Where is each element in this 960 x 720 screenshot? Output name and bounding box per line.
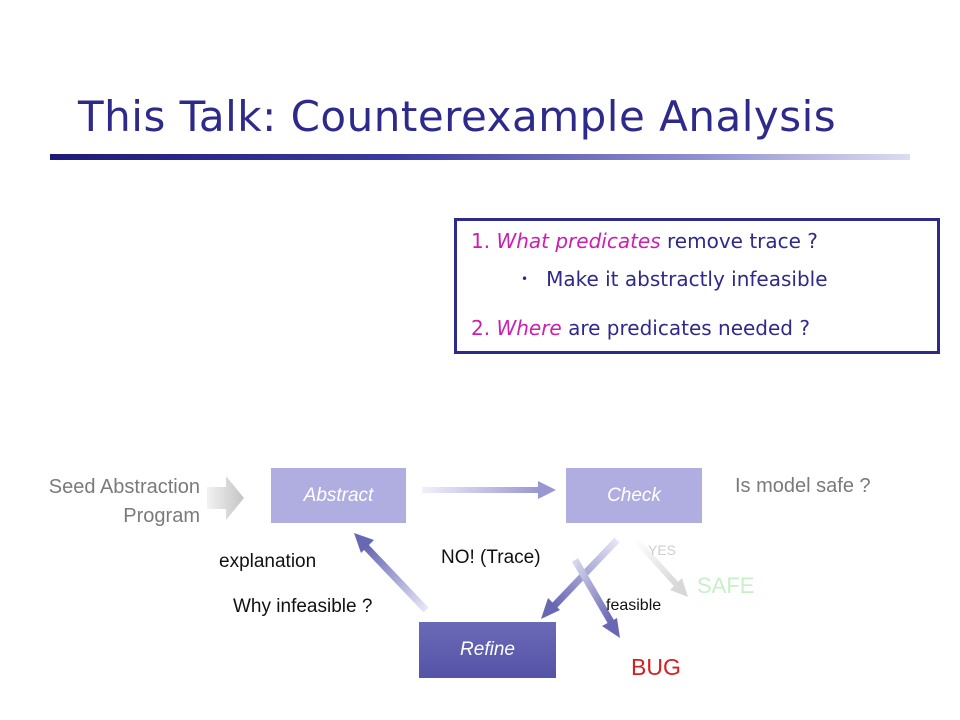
question-2-number: 2. — [471, 316, 491, 340]
question-1-subpoint: • Make it abstractly infeasible — [521, 267, 828, 291]
subpoint-text: Make it abstractly infeasible — [546, 267, 828, 291]
question-2-rest: are predicates needed ? — [568, 316, 810, 340]
abstract-to-check-arrow — [422, 481, 556, 499]
yes-label: YES — [648, 542, 677, 558]
safe-label: SAFE — [697, 573, 755, 598]
explanation-label: explanation — [219, 551, 317, 572]
seed-abstraction-label: Seed Abstraction Program — [18, 473, 200, 531]
seed-label-line-1: Seed Abstraction — [48, 476, 200, 498]
seed-arrow — [207, 476, 244, 520]
bug-label: BUG — [631, 654, 681, 680]
bullet-icon: • — [521, 272, 529, 286]
question-1: 1. What predicates remove trace ? — [471, 229, 818, 253]
question-1-emphasis: What predicates — [496, 229, 661, 253]
check-node: Check — [566, 468, 702, 523]
question-2: 2. Where are predicates needed ? — [471, 316, 810, 340]
question-1-number: 1. — [471, 229, 491, 253]
refine-node: Refine — [419, 622, 556, 678]
is-model-safe-label: Is model safe ? — [735, 475, 871, 497]
check-to-safe-arrow — [633, 537, 688, 597]
question-1-rest: remove trace ? — [667, 229, 818, 253]
abstract-node: Abstract — [271, 468, 406, 523]
refine-to-abstract-arrow — [354, 533, 429, 613]
question-2-emphasis: Where — [496, 316, 562, 340]
check-to-bug-arrow — [571, 558, 620, 638]
questions-box: 1. What predicates remove trace ? • Make … — [454, 218, 940, 354]
seed-label-line-2: Program — [123, 505, 200, 527]
title-underline — [50, 154, 910, 160]
feasible-label: feasible — [606, 597, 662, 614]
slide-title: This Talk: Counterexample Analysis — [78, 92, 837, 141]
no-trace-label: NO! (Trace) — [441, 547, 541, 568]
why-infeasible-label: Why infeasible ? — [233, 596, 373, 617]
